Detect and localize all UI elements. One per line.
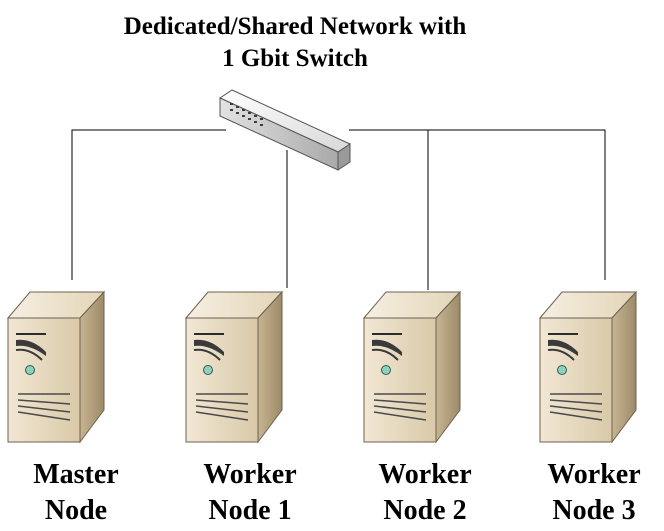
- node-label-line-1: Worker: [547, 459, 641, 490]
- server-tower-icon: [363, 291, 461, 443]
- link-worker-node-2: [349, 129, 429, 290]
- server-tower-icon: [185, 291, 283, 443]
- diagram-title-line-1: Dedicated/Shared Network with: [123, 13, 467, 40]
- node-label-master: Master Node: [6, 457, 146, 529]
- node-label-line-1: Worker: [378, 459, 472, 490]
- node-label-line-1: Worker: [203, 459, 297, 490]
- node-label-worker-2: Worker Node 2: [355, 457, 495, 529]
- server-tower-icon: [539, 291, 637, 443]
- node-label-line-2: Node: [44, 495, 108, 526]
- node-label-line-1: Master: [33, 459, 119, 490]
- node-label-worker-1: Worker Node 1: [180, 457, 320, 529]
- node-label-line-2: Node 1: [208, 495, 292, 526]
- node-label-line-2: Node 2: [383, 495, 467, 526]
- network-switch-icon: [218, 89, 352, 171]
- server-tower-icon: [7, 291, 105, 443]
- link-master-node: [71, 129, 226, 280]
- link-worker-node-3: [428, 129, 606, 280]
- network-links: [71, 129, 606, 290]
- node-label-worker-3: Worker Node 3: [524, 457, 664, 529]
- node-label-line-2: Node 3: [552, 495, 636, 526]
- diagram-title-line-2: 1 Gbit Switch: [222, 45, 368, 72]
